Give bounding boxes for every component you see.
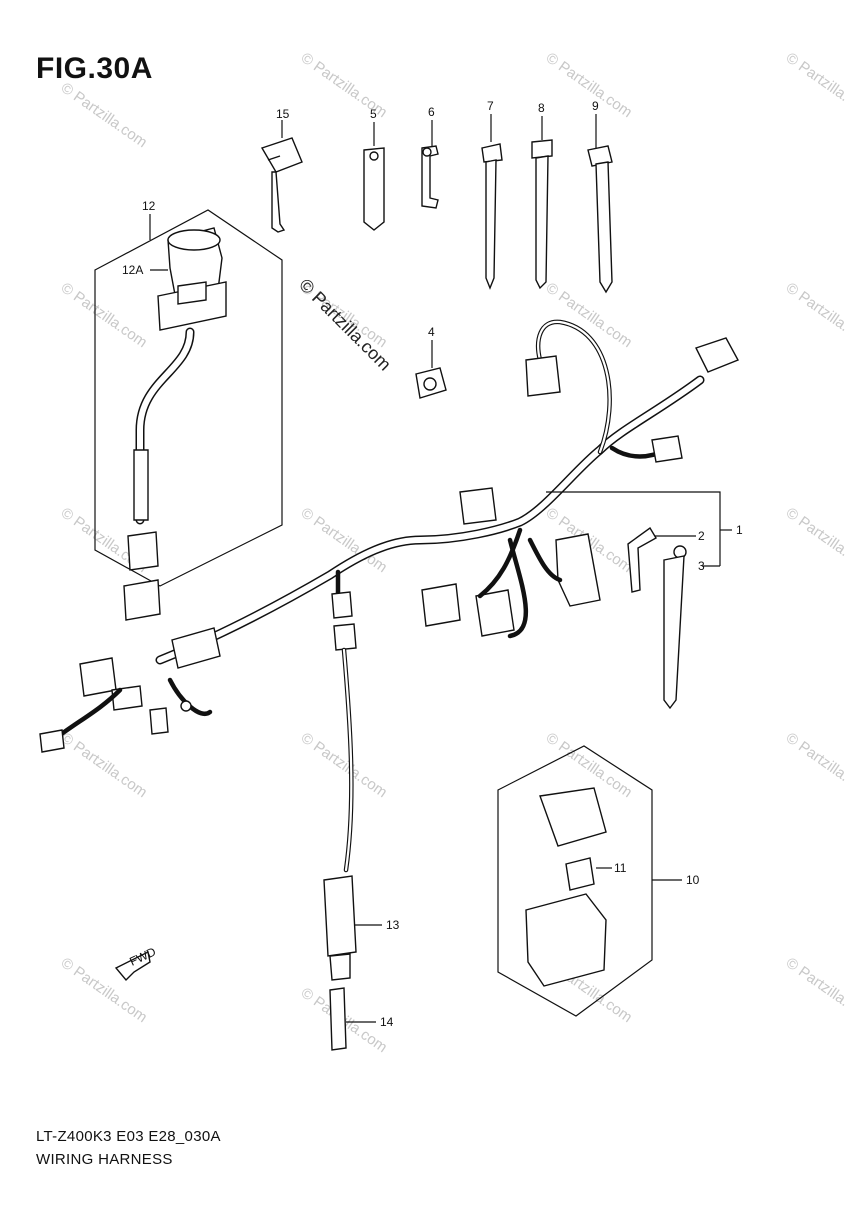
part-4-clip <box>415 367 447 399</box>
figure-name: WIRING HARNESS <box>36 1151 173 1168</box>
callout-1: 1 <box>736 523 743 537</box>
part-1-wiring-harness <box>39 319 739 753</box>
callout-3: 3 <box>698 559 705 573</box>
callout-13: 13 <box>386 918 400 932</box>
part-14-probe <box>329 987 376 1051</box>
watermark-tile: © Partzilla.com <box>543 279 636 351</box>
callout-12: 12 <box>142 199 156 213</box>
part-2-clamp <box>627 526 657 593</box>
part-15-key <box>260 137 303 233</box>
watermark-tile: © Partzilla.com <box>298 729 391 801</box>
callout-11: 11 <box>614 861 627 875</box>
part-7-cable-tie <box>481 143 503 290</box>
callout-5: 5 <box>370 107 377 121</box>
watermark-tile: © Partzilla.com <box>58 279 151 351</box>
part-3-cable-tie <box>663 545 687 710</box>
watermark-tile: © Partzilla.com <box>783 954 845 1026</box>
watermark-tile: © Partzilla.com <box>58 79 151 151</box>
part-6-clamp <box>421 145 439 209</box>
watermark-tile: © Partzilla.com <box>783 279 845 351</box>
watermark-tile: © Partzilla.com <box>58 729 151 801</box>
figure-title: FIG.30A <box>36 52 153 85</box>
part-10-relay-group <box>497 745 682 1017</box>
fwd-arrow-icon: FWD <box>114 944 158 982</box>
watermark-tile: © Partzilla.com <box>783 729 845 801</box>
center-watermark: © Partzilla.com <box>295 275 395 375</box>
callout-15: 15 <box>276 107 290 121</box>
callout-4: 4 <box>428 325 435 339</box>
watermark-tile: © Partzilla.com <box>543 49 636 121</box>
watermark-tile: © Partzilla.com <box>783 49 845 121</box>
part-8-cable-tie <box>531 139 553 290</box>
callout-leaders <box>149 114 597 368</box>
watermark-tile: © Partzilla.com <box>783 504 845 576</box>
part-13-sensor <box>323 647 382 981</box>
callout-8: 8 <box>538 101 545 115</box>
figure-code: LT-Z400K3 E03 E28_030A <box>36 1128 221 1145</box>
callout-12a: 12A <box>122 263 143 277</box>
part-9-cable-tie <box>587 145 613 294</box>
part-12-ignition-switch-group <box>94 209 283 587</box>
callout-10: 10 <box>686 873 700 887</box>
callout-9: 9 <box>592 99 599 113</box>
callout-7: 7 <box>487 99 494 113</box>
callout-2: 2 <box>698 529 705 543</box>
callout-6: 6 <box>428 105 435 119</box>
part-5-clamp <box>363 147 385 231</box>
callout-numbers: 15 5 6 7 8 9 12 12A 4 1 2 3 11 10 13 14 <box>122 99 743 1029</box>
callout-14: 14 <box>380 1015 394 1029</box>
watermark-tiles: © Partzilla.com © Partzilla.com © Partzi… <box>58 49 845 1056</box>
